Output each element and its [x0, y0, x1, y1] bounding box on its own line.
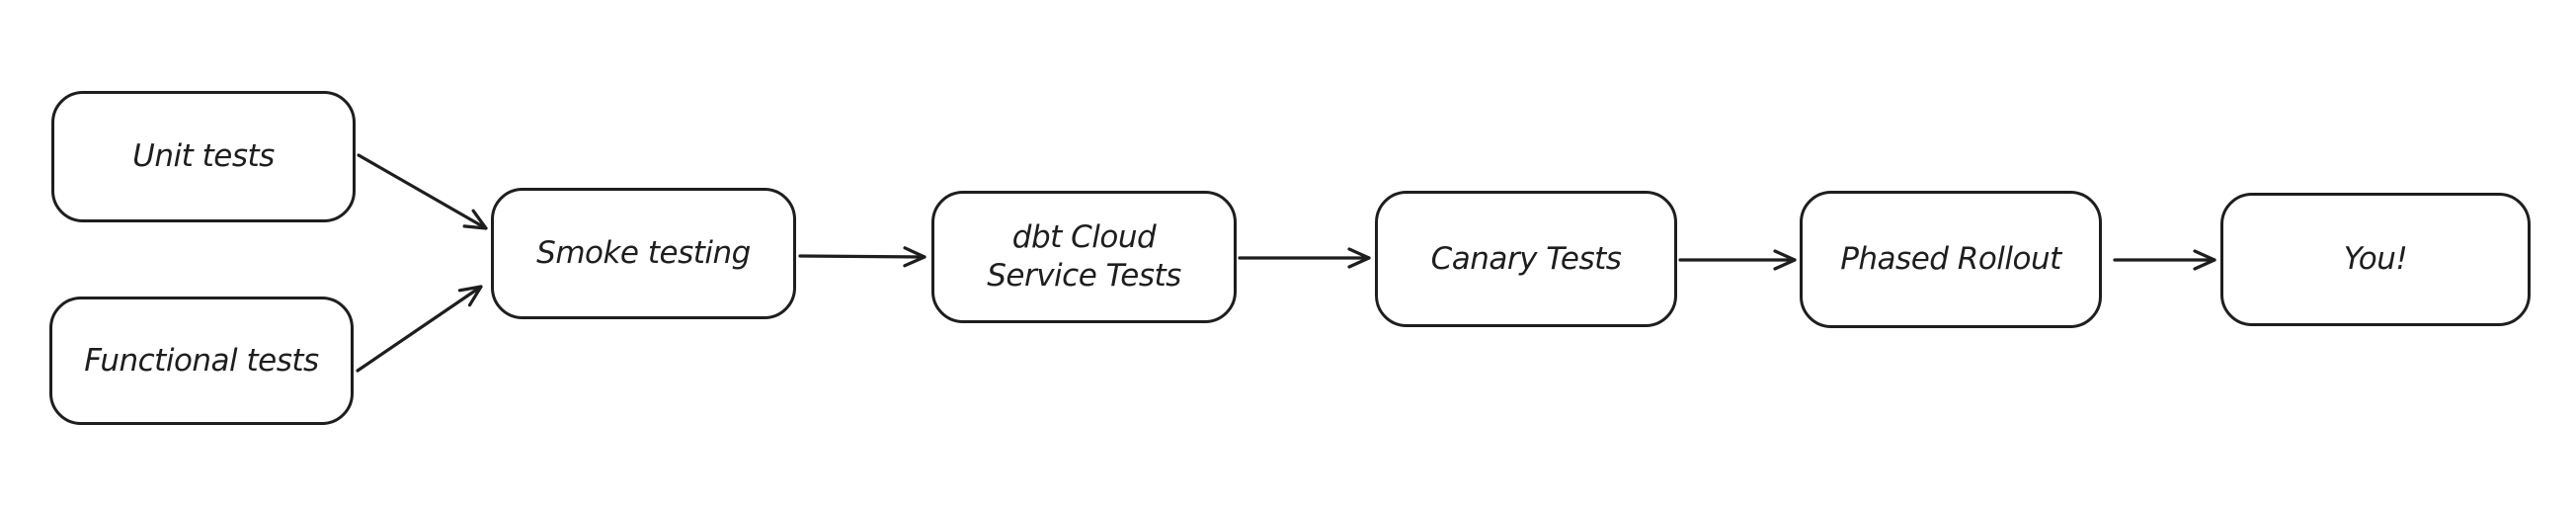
node-canary-tests-label: Canary Tests: [1430, 240, 1622, 277]
node-you-label: You!: [2343, 241, 2408, 277]
edge-unit-tests-to-smoke-testing[interactable]: [357, 153, 488, 230]
node-phased-rollout[interactable]: Phased Rollout: [1800, 191, 2102, 328]
node-dbt-cloud-service-tests-label-line1: dbt Cloud: [1011, 219, 1157, 255]
node-smoke-testing-label: Smoke testing: [536, 235, 751, 271]
node-dbt-cloud-service-tests[interactable]: dbt Cloud Service Tests: [931, 191, 1237, 323]
node-phased-rollout-label: Phased Rollout: [1840, 241, 2061, 277]
node-canary-tests[interactable]: Canary Tests: [1375, 191, 1677, 327]
node-functional-tests[interactable]: Functional tests: [49, 297, 354, 425]
node-you[interactable]: You!: [2220, 193, 2531, 326]
node-unit-tests[interactable]: Unit tests: [51, 91, 356, 222]
edge-smoke-testing-to-dbt-cloud-service-tests[interactable]: [798, 246, 926, 268]
edge-functional-tests-to-smoke-testing[interactable]: [356, 285, 483, 373]
node-dbt-cloud-service-tests-label-line2: Service Tests: [987, 258, 1181, 294]
node-functional-tests-label: Functional tests: [84, 342, 319, 379]
node-smoke-testing[interactable]: Smoke testing: [491, 188, 796, 319]
node-unit-tests-label: Unit tests: [132, 138, 275, 174]
